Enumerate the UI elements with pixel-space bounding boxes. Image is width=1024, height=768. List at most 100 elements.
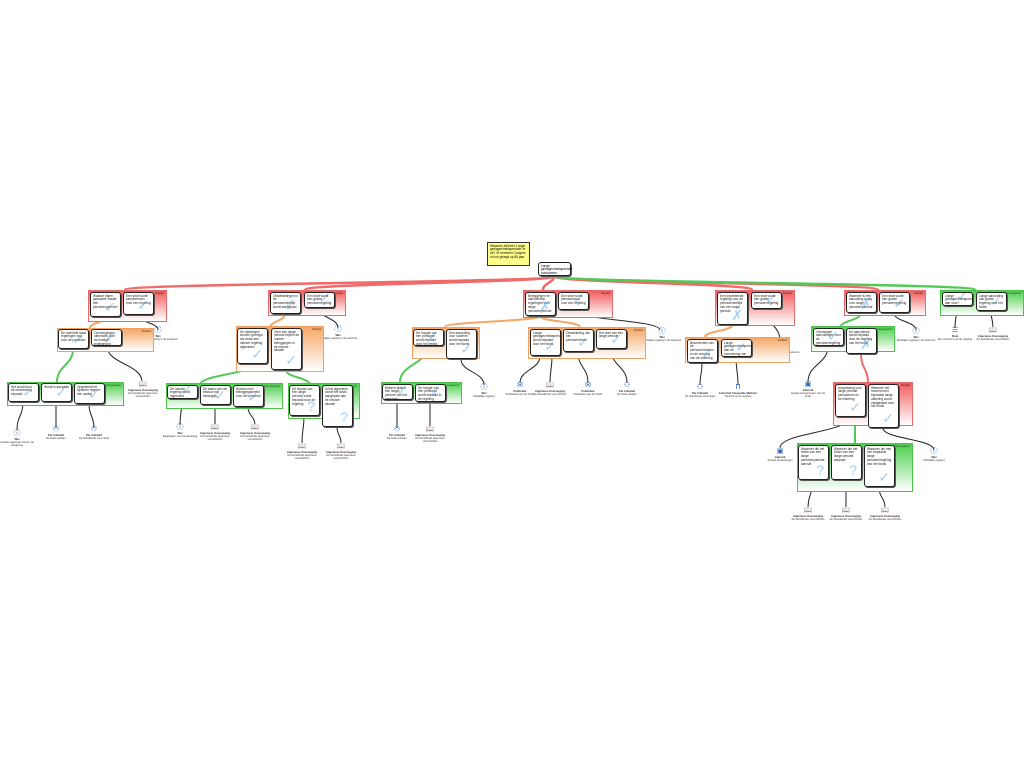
leaf-text: De betreffende voorschriften (533, 393, 567, 397)
argument-node[interactable]: De hoogte van een pensioen wordt bepaald… (415, 384, 446, 402)
argument-node[interactable]: Aanpassing voor lange periode pensioenen… (835, 384, 866, 417)
argument-node[interactable]: De nieuwe regeling wordt ingevoerd✓ (167, 385, 198, 399)
leaf-title: Per Initiatief (618, 389, 635, 393)
node-text: De impact van een lange periode wordt be… (292, 386, 316, 406)
panel-tag: Mogelijk (600, 292, 610, 295)
panel-tag: Prioriteit (141, 330, 151, 333)
argument-node[interactable]: Een straf wordt pensioenloos voor een re… (558, 292, 589, 310)
argument-node[interactable]: Een beperkende regeling voor de pensioen… (717, 292, 748, 325)
cross-icon: ✗ (539, 298, 551, 314)
argument-node[interactable]: Een straf wordt een goede pensioenregeli… (304, 292, 335, 308)
check-icon: ✓ (284, 296, 296, 312)
argument-node[interactable]: Ontwikkelingen in de pensioenleeftijd wo… (270, 292, 301, 314)
argument-node[interactable]: Een straf wordt een goede pensioenregeli… (879, 292, 910, 313)
argument-node[interactable]: De aanvullend wordt bepaald door de rege… (846, 328, 877, 354)
node-text: Een straf wordt pensioenloos voor een re… (561, 293, 586, 306)
argument-node[interactable]: Beschermen van de pensioenrechten en de … (687, 339, 718, 363)
argument-node[interactable]: Lange aanvulling van goede regeling voor… (976, 292, 1007, 311)
argument-node[interactable]: De betalingen worden gevolgd als fonds e… (237, 328, 268, 364)
argument-node[interactable]: Wordt is aanpaalt✓ (41, 383, 72, 402)
leaf-title: Publicatie (513, 389, 527, 393)
leaf-text: Actuele berekeningen van het fonds (790, 392, 826, 399)
argument-node[interactable]: Wanneer die het fonds van een lange pens… (798, 445, 829, 480)
book-icon: 📖 (545, 382, 555, 389)
argument-node[interactable]: De overheid staat regelingen nog voor de… (58, 329, 89, 349)
argument-node[interactable]: Lange geslagenheidsperiode aan voor?✓ (942, 292, 973, 306)
argument-node[interactable]: Over een lange periode blijven de oudere… (271, 328, 302, 370)
leaf-title: Algemene Overweging (127, 388, 159, 392)
argument-node[interactable]: Een straf wordt een goede pensioenregeli… (751, 292, 782, 309)
argument-node[interactable]: Wanneer het moment een bepaalde lange ui… (868, 384, 899, 428)
node-text: Wanneer die het fonds van een lange pens… (801, 446, 825, 466)
argument-node[interactable]: Bouwen een beleggingsbeleid voor de toek… (233, 385, 264, 407)
argument-node[interactable]: Wanneer die het fonds van een lange peri… (831, 445, 862, 480)
argument-node[interactable]: Wanneer die met een bepaalde lange pensi… (864, 445, 895, 487)
argument-node[interactable]: Wanneer is een aanvulling nodig voor lan… (846, 292, 877, 313)
argument-node[interactable]: Waarde eigen gewoonte maakt een pensioen… (90, 292, 121, 317)
argument-node[interactable]: Overwegingen uitbreiden voor de huidige … (91, 329, 122, 346)
leaf-text: Wettelijke regeling in de toekomst (642, 339, 682, 343)
argument-node[interactable]: In het algemeen wordt het fonds aangepas… (322, 385, 353, 427)
info-icon: ⓘ (480, 384, 488, 391)
argument-node[interactable]: Opgesteld het systeem regelen een aantal… (74, 383, 105, 404)
check-icon: ✓ (427, 329, 439, 344)
node-text: De overheid staat regelingen nog voor de… (61, 330, 86, 343)
argument-node[interactable]: Lange geslagenheidsperiode aan de voorzi… (721, 339, 752, 357)
argument-node[interactable]: De impact van een lange periode wordt be… (289, 385, 320, 416)
argument-node[interactable]: Beleggingen en aanvullende regelingen vo… (525, 292, 556, 316)
argument-node[interactable]: Een aanvulling voor ouderen wordt bepaal… (446, 329, 477, 359)
argument-node[interactable]: De hoogte van een pensioen wordt bepaald… (413, 329, 444, 346)
node-text: Een straf wordt pensioenloos voor een re… (126, 293, 151, 306)
argument-node[interactable]: Bekend tijdens een lange periode van het… (382, 384, 413, 400)
panel-tag: Prioriteit (311, 328, 321, 331)
argument-node[interactable]: De taken van het bestuur zijn belangrijk… (200, 385, 231, 405)
cross-icon: ✗ (860, 295, 872, 311)
group-icon: ⚇ (90, 426, 98, 433)
leaf-title: Wet (659, 335, 665, 339)
panel-tag: Mogelijk (333, 292, 343, 295)
root-node[interactable]: Lange geslagenheidsperiode voorkomen (538, 262, 572, 276)
group-icon: ⚇ (623, 382, 631, 389)
argument-node[interactable]: Het wordt door de verzekering bepaald✓ (8, 383, 39, 402)
argument-node[interactable]: Het doel van een lange periode✓ (596, 329, 627, 349)
argument-node[interactable]: Lange geslagenheidsperiode wordt bepaald… (530, 329, 561, 356)
argument-node[interactable]: Ontwikkeling van het pensioenfonds✓ (563, 329, 594, 352)
check-icon: ✓ (22, 384, 34, 400)
argument-node[interactable]: Een straf wordt pensioenloos voor een re… (123, 292, 154, 315)
connector (519, 355, 541, 384)
note-box[interactable]: Wanneer ziet een 'Lange geslagenheidsper… (487, 242, 530, 266)
argument-node[interactable]: Overwegen aanvullingen voor de pensioenr… (813, 328, 844, 346)
check-icon: ✓ (882, 410, 894, 426)
check-icon: ✓ (827, 328, 839, 344)
